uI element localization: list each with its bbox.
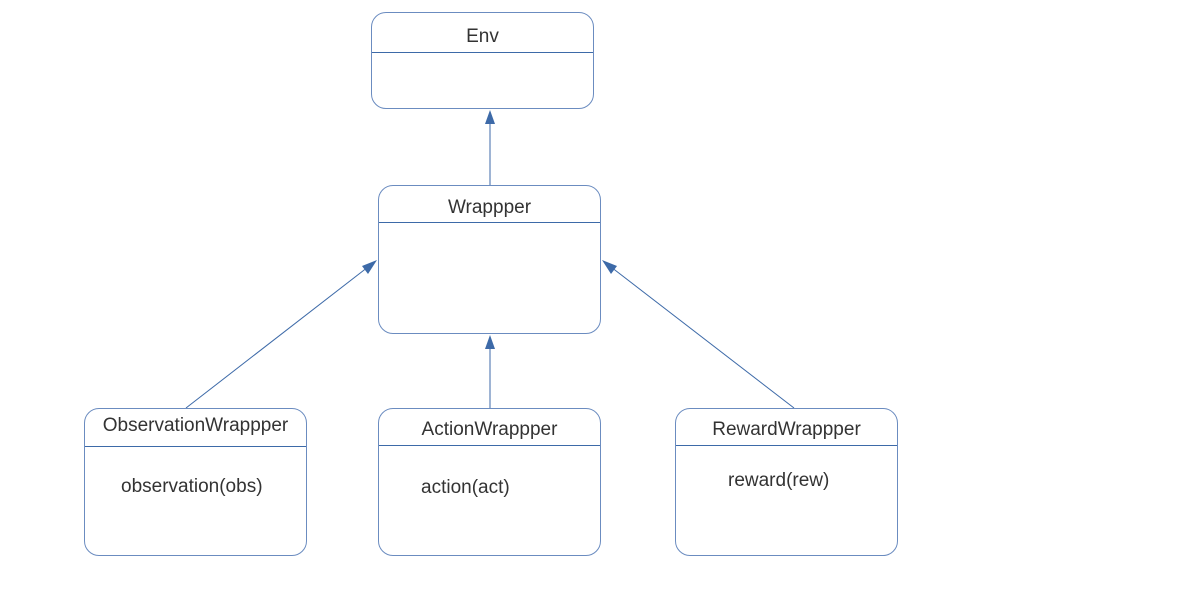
class-wrapper-name: Wrappper: [447, 197, 532, 218]
class-reward-wrapper-divider: [676, 445, 897, 446]
class-observation-wrapper: ObservationWrappper observation(obs): [84, 408, 307, 556]
class-env-name: Env: [466, 26, 499, 47]
class-env-divider: [372, 52, 593, 53]
arrow-head-wrapper-bottom: [485, 335, 495, 349]
arrow-reward-to-wrapper: [610, 266, 795, 409]
arrow-head-wrapper-right: [602, 260, 617, 274]
class-observation-wrapper-name: ObservationWrappper: [102, 415, 289, 436]
class-reward-wrapper-name: RewardWrappper: [712, 419, 861, 440]
arrow-head-wrapper-left: [362, 260, 377, 274]
class-env: Env: [371, 12, 594, 109]
class-wrapper: Wrappper: [378, 185, 601, 334]
class-reward-wrapper-method: reward(rew): [728, 470, 830, 491]
class-observation-wrapper-method: observation(obs): [121, 476, 263, 497]
class-action-wrapper-name: ActionWrappper: [421, 419, 558, 440]
class-reward-wrapper: RewardWrappper reward(rew): [675, 408, 898, 556]
class-action-wrapper-method: action(act): [421, 477, 510, 498]
class-observation-wrapper-divider: [85, 446, 306, 447]
class-action-wrapper-divider: [379, 445, 600, 446]
arrow-head-env: [485, 110, 495, 124]
class-wrapper-divider: [379, 222, 600, 223]
arrow-observation-to-wrapper: [185, 266, 369, 409]
class-action-wrapper: ActionWrappper action(act): [378, 408, 601, 556]
